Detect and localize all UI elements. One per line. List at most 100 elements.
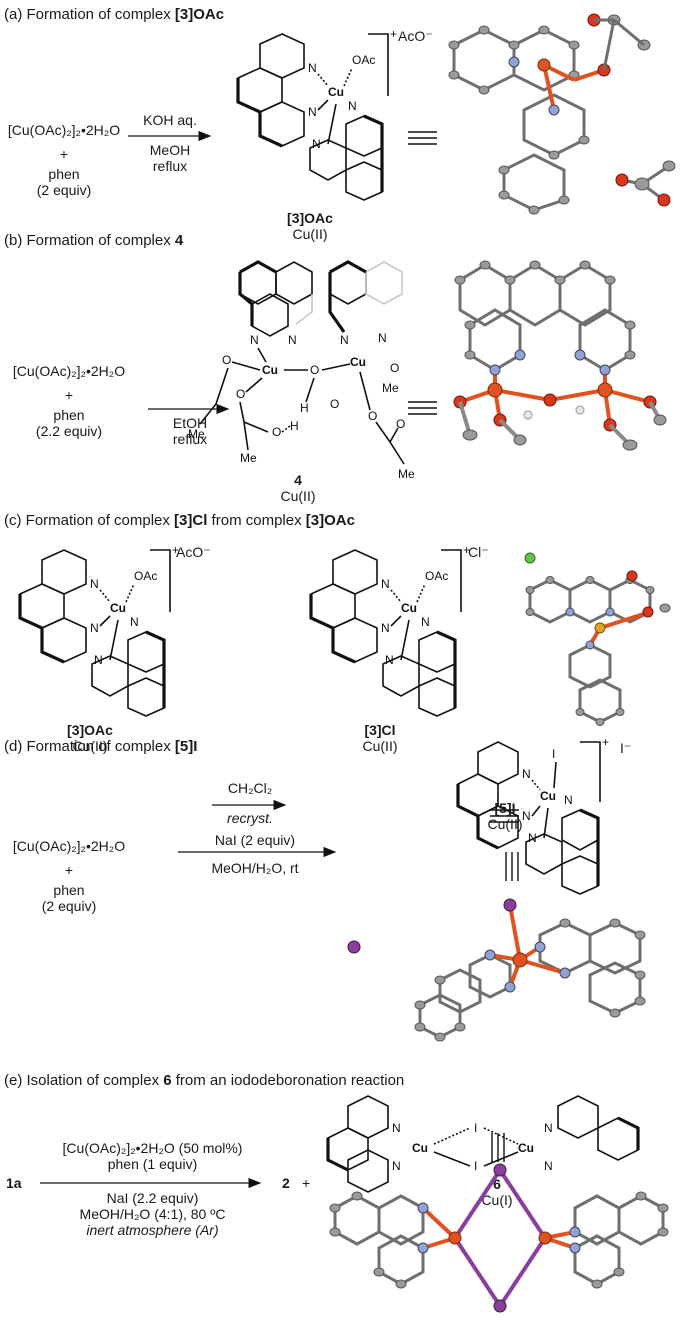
- svg-text:N: N: [308, 61, 317, 75]
- crystal-structure-a: [448, 13, 676, 215]
- svg-text:Cu: Cu: [540, 789, 556, 803]
- svg-text:N: N: [250, 333, 259, 347]
- svg-text:N: N: [392, 1159, 401, 1173]
- svg-text:N: N: [308, 105, 317, 119]
- section-e-conditions-above: [Cu(OAc)₂]₂•2H₂O (50 mol%) phen (1 equiv…: [62, 1140, 243, 1172]
- svg-text:O: O: [310, 363, 319, 377]
- svg-text:Cu: Cu: [328, 85, 344, 99]
- structure-3OAc-c: N N Cu OAc N N +: [18, 543, 179, 717]
- equivalence-b: [408, 401, 437, 415]
- section-d-conditions-below: MeOH/H₂O, rt: [211, 860, 299, 876]
- crystal-structure-e: [329, 1163, 669, 1313]
- svg-text:N: N: [564, 793, 573, 807]
- svg-text:H: H: [300, 401, 309, 415]
- svg-text:Me: Me: [240, 451, 257, 465]
- svg-text:N: N: [381, 621, 390, 635]
- counterion-c-right: Cl⁻: [468, 544, 489, 560]
- svg-text:Me: Me: [382, 381, 399, 395]
- svg-text:N: N: [90, 621, 99, 635]
- section-d-conditions-above: NaI (2 equiv): [214, 832, 296, 848]
- svg-text:N: N: [348, 99, 357, 113]
- section-e-conditions-below: NaI (2.2 equiv) MeOH/H₂O (4:1), 80 ºC in…: [79, 1190, 226, 1238]
- svg-text:H: H: [290, 419, 299, 433]
- svg-text:OAc: OAc: [134, 569, 157, 583]
- svg-text:O: O: [272, 425, 281, 439]
- label-6: 6 Cu(I): [481, 1176, 513, 1208]
- structure-4: N N Cu O O Me Me O H O H Cu N N O Me O O…: [188, 260, 415, 481]
- section-e-title: (e) Isolation of complex 6 from an iodod…: [4, 1072, 405, 1089]
- svg-text:Me: Me: [188, 427, 205, 441]
- svg-text:N: N: [392, 1121, 401, 1135]
- svg-text:N: N: [528, 831, 537, 845]
- svg-text:Cu: Cu: [110, 601, 126, 615]
- svg-text:O: O: [222, 353, 231, 367]
- section-a-conditions-above: KOH aq.: [143, 112, 197, 128]
- structure-5I: N N Cu I N N +: [456, 735, 609, 895]
- svg-text:N: N: [544, 1121, 553, 1135]
- svg-text:I: I: [474, 1121, 477, 1135]
- svg-text:N: N: [340, 333, 349, 347]
- svg-text:Cu: Cu: [518, 1141, 534, 1155]
- svg-text:N: N: [312, 137, 321, 151]
- label-3OAc-c: [3]OAc Cu(II): [67, 722, 113, 754]
- section-d-title: (d) Formation of complex [5]I: [4, 738, 198, 755]
- svg-text:OAc: OAc: [425, 569, 448, 583]
- label-3OAc-a: [3]OAc Cu(II): [287, 210, 333, 242]
- section-c-conditions-above: CH₂Cl₂: [227, 780, 273, 796]
- section-a-conditions-below: MeOH reflux: [149, 142, 191, 174]
- svg-text:O: O: [368, 409, 377, 423]
- svg-text:O: O: [390, 361, 399, 375]
- svg-text:+: +: [602, 735, 609, 749]
- section-a-reagents: [Cu(OAc)₂]₂•2H₂O + phen (2 equiv): [7, 122, 121, 198]
- svg-text:N: N: [130, 615, 139, 629]
- svg-text:Cu: Cu: [350, 355, 366, 369]
- svg-text:Cu: Cu: [262, 363, 278, 377]
- label-3Cl: [3]Cl Cu(II): [362, 722, 398, 754]
- svg-text:N: N: [522, 767, 531, 781]
- svg-text:N: N: [381, 577, 390, 591]
- svg-text:N: N: [522, 809, 531, 823]
- section-b-title: (b) Formation of complex 4: [4, 232, 184, 249]
- svg-text:O: O: [330, 397, 339, 411]
- svg-text:I: I: [474, 1159, 477, 1173]
- section-b-reagents: [Cu(OAc)₂]₂•2H₂O + phen (2.2 equiv): [12, 363, 126, 439]
- equivalence-d: [505, 852, 519, 881]
- svg-text:I: I: [552, 747, 555, 761]
- section-b-conditions: EtOH reflux: [172, 415, 208, 447]
- svg-text:+: +: [390, 27, 397, 41]
- svg-text:N: N: [288, 333, 297, 347]
- structure-6: N N Cu I I Cu N N: [326, 1095, 640, 1193]
- svg-text:N: N: [94, 653, 103, 667]
- equivalence-a: [408, 131, 437, 145]
- svg-text:N: N: [385, 653, 394, 667]
- plus-e: +: [302, 1175, 311, 1191]
- counterion-d: I⁻: [620, 740, 632, 756]
- product-2: 2: [282, 1175, 290, 1191]
- counterion-c-left: AcO⁻: [176, 544, 211, 560]
- section-a-title: (a) Formation of complex [3]OAc: [4, 6, 225, 23]
- svg-text:Cu: Cu: [412, 1141, 428, 1155]
- structure-3OAc-a: N N Cu OAc N N +: [236, 27, 397, 201]
- section-c-conditions-below: recryst.: [227, 810, 273, 826]
- crystal-structure-d: [347, 898, 646, 1042]
- section-d-reagents: [Cu(OAc)₂]₂•2H₂O + phen (2 equiv): [12, 838, 126, 914]
- start-1a: 1a: [6, 1175, 22, 1191]
- svg-text:Me: Me: [398, 467, 415, 481]
- svg-text:N: N: [90, 577, 99, 591]
- svg-text:N: N: [421, 615, 430, 629]
- crystal-structure-b: [453, 260, 667, 451]
- svg-text:Cu: Cu: [401, 601, 417, 615]
- label-4: 4 Cu(II): [280, 472, 316, 504]
- crystal-structure-c: [524, 552, 671, 726]
- section-c-title: (c) Formation of complex [3]Cl from comp…: [4, 512, 355, 529]
- svg-text:N: N: [378, 331, 387, 345]
- counterion-a: AcO⁻: [398, 28, 433, 44]
- svg-text:+: +: [463, 543, 470, 557]
- svg-text:N: N: [544, 1159, 553, 1173]
- svg-text:+: +: [172, 543, 179, 557]
- label-5I: [5]I Cu(II): [487, 800, 523, 832]
- svg-text:O: O: [236, 387, 245, 401]
- svg-text:O: O: [396, 417, 405, 431]
- structure-3Cl: N N Cu OAc N N +: [309, 543, 470, 717]
